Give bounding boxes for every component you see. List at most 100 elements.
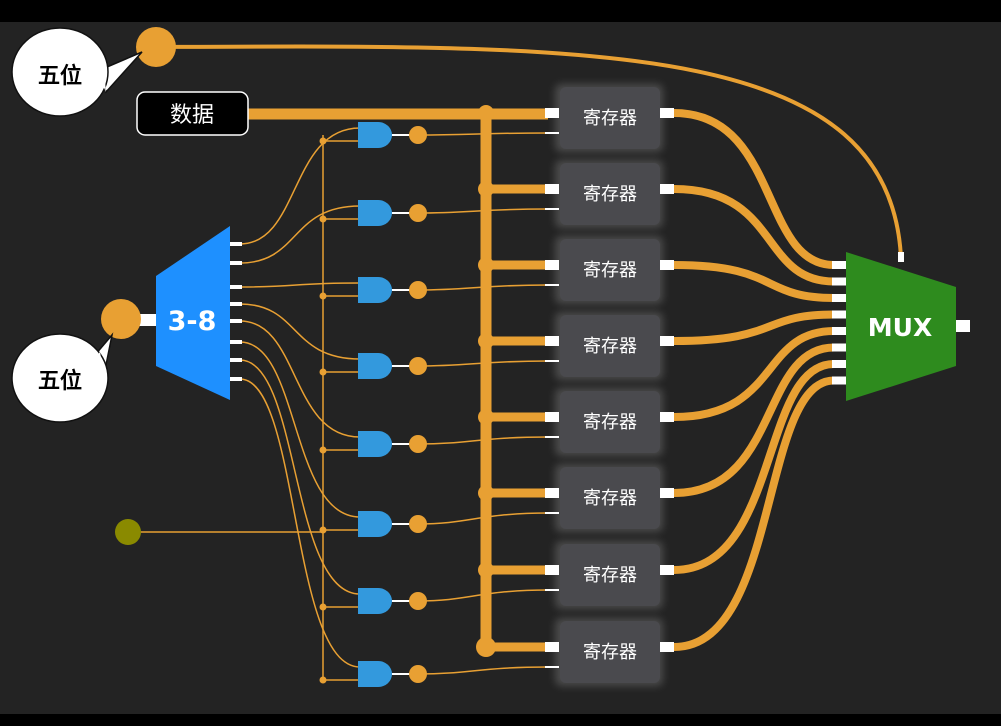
decoder-output-pin xyxy=(230,261,242,265)
register-data-pin xyxy=(545,412,559,422)
register-label: 寄存器 xyxy=(583,108,637,129)
register-body xyxy=(560,315,660,377)
mux-output-pin xyxy=(956,320,970,332)
mux-input-pin xyxy=(832,261,846,269)
enable-branch-dot xyxy=(319,137,327,145)
and-gate xyxy=(358,588,427,614)
register-to-mux-wire xyxy=(673,360,835,574)
decoder-to-and-wire xyxy=(239,282,361,288)
and-to-register-wire xyxy=(417,360,549,367)
register-output-pin xyxy=(660,184,674,194)
decoder-wires xyxy=(140,127,549,684)
register-output-pin xyxy=(660,260,674,270)
register: 寄存器 xyxy=(545,541,674,609)
data-bus xyxy=(248,105,548,657)
enable-branch-dot xyxy=(319,446,327,454)
mux-input-wires xyxy=(673,109,835,651)
register-to-mux-wire xyxy=(673,261,835,302)
register-label: 寄存器 xyxy=(583,488,637,509)
register: 寄存器 xyxy=(545,618,674,686)
register-output-pin xyxy=(660,336,674,346)
register-enable-pin xyxy=(545,208,559,210)
and-gate-body xyxy=(358,200,392,226)
data-label: 数据 xyxy=(170,103,214,128)
decoder-output-pin xyxy=(230,242,242,246)
and-to-register-wire xyxy=(417,284,549,291)
and-gate xyxy=(358,353,427,379)
register-label: 寄存器 xyxy=(583,642,637,663)
and-gate-body xyxy=(358,277,392,303)
register-body xyxy=(560,163,660,225)
register-label: 寄存器 xyxy=(583,260,637,281)
and-to-register-wire xyxy=(417,512,549,525)
enable-branch-dot xyxy=(319,603,327,611)
decoder-to-and-wire xyxy=(239,320,361,438)
five-bit-bubble-top: 五位 xyxy=(11,27,143,117)
register-body xyxy=(560,467,660,529)
mux-input-pin xyxy=(832,343,846,352)
register: 寄存器 xyxy=(545,160,674,228)
decoder-label: 3-8 xyxy=(168,306,217,337)
and-gate-body xyxy=(358,588,392,614)
and-gate-output-node xyxy=(409,592,427,610)
mux-select-pin xyxy=(898,252,904,262)
and-gate xyxy=(358,511,427,537)
register-data-pin xyxy=(545,260,559,270)
decoder-output-pin xyxy=(230,377,242,381)
and-to-register-wire xyxy=(417,436,549,445)
enable-input-node[interactable] xyxy=(115,519,141,545)
register-label: 寄存器 xyxy=(583,412,637,433)
register-output-pin xyxy=(660,642,674,652)
register-output-pin xyxy=(660,412,674,422)
and-gate-output-node xyxy=(409,515,427,533)
and-to-register-wire xyxy=(417,666,549,675)
five-bit-label-top: 五位 xyxy=(38,63,82,89)
and-gate-body xyxy=(358,122,392,148)
and-to-register-wire xyxy=(417,132,549,136)
and-to-register-wire xyxy=(417,589,549,602)
decoder-output-pin xyxy=(230,358,242,362)
mux-input-pin xyxy=(832,327,846,335)
register-to-mux-wire xyxy=(673,109,835,269)
decoder-to-and-wire xyxy=(239,127,361,245)
and-gate xyxy=(358,122,427,148)
decoder-input-pin xyxy=(138,314,158,326)
register-to-mux-wire xyxy=(673,343,835,497)
register-label: 寄存器 xyxy=(583,336,637,357)
register-output-pin xyxy=(660,565,674,575)
register-data-pin xyxy=(545,108,559,118)
decoder-to-and-wire xyxy=(239,205,361,264)
register-label: 寄存器 xyxy=(583,184,637,205)
decoder-output-pin xyxy=(230,302,242,306)
register-body xyxy=(560,544,660,606)
mux-select-wire xyxy=(155,44,903,259)
register-to-mux-wire xyxy=(673,310,835,345)
and-gates xyxy=(358,122,427,687)
bus-junction xyxy=(478,333,494,349)
and-to-register-wire xyxy=(417,208,549,214)
enable-branch-dot xyxy=(319,676,327,684)
register-to-mux-wire xyxy=(673,376,835,651)
bus-junction xyxy=(478,257,494,273)
register: 寄存器 xyxy=(545,388,674,456)
register: 寄存器 xyxy=(545,84,674,152)
and-gate-output-node xyxy=(409,435,427,453)
decoder-to-and-wire xyxy=(239,359,361,595)
and-gate xyxy=(358,431,427,457)
and-gate-body xyxy=(358,353,392,379)
register-body xyxy=(560,621,660,683)
mux-input-pins xyxy=(832,261,846,385)
enable-branch-dot xyxy=(319,215,327,223)
and-gate-output-node xyxy=(409,204,427,222)
and-gate-body xyxy=(358,431,392,457)
decoder-input-node[interactable] xyxy=(101,299,141,339)
decoder-to-and-wire xyxy=(239,341,361,518)
register-enable-pin xyxy=(545,132,559,134)
mux-select-input-node[interactable] xyxy=(136,27,176,67)
mux-input-pin xyxy=(832,376,846,385)
decoder-3-8 xyxy=(156,226,230,400)
register: 寄存器 xyxy=(545,464,674,532)
and-gate-body xyxy=(358,511,392,537)
